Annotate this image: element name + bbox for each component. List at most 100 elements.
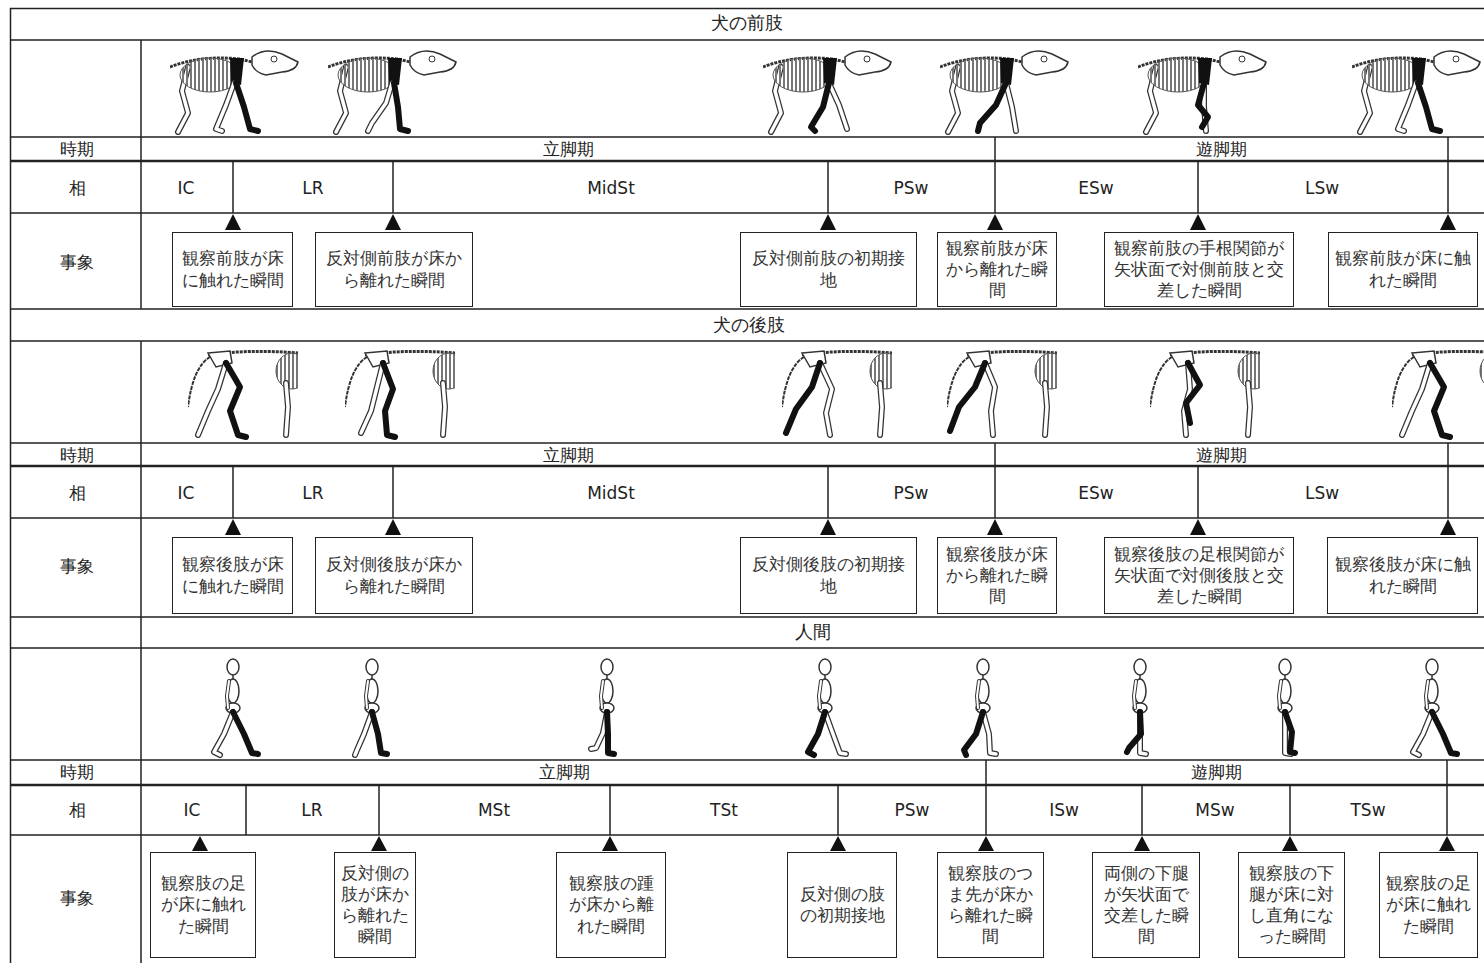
phase-cell: MidSt <box>587 485 635 502</box>
event-text-wrap: 観察後肢が床に触れた瞬間 <box>1332 554 1473 597</box>
event-text: 反対側の肢が床から離れた瞬間 <box>339 863 411 948</box>
observed-limb <box>372 712 387 754</box>
dog-hindlimb-figure <box>1392 351 1484 437</box>
dog-skeleton <box>170 51 298 132</box>
phase-cell: ESw <box>1078 485 1113 502</box>
bone <box>1402 363 1430 435</box>
event-text-wrap: 反対側前肢の初期接地 <box>745 248 912 291</box>
bone <box>829 83 847 129</box>
event-text: 反対側前肢が床から離れた瞬間 <box>320 248 468 291</box>
dog-skeleton <box>763 51 891 132</box>
bone <box>1413 712 1432 755</box>
observed-limb <box>950 363 985 431</box>
event-box: 観察前肢の手根関節が矢状面で対側前肢と交差した瞬間 <box>1104 232 1294 307</box>
event-box: 反対側前肢の初期接地 <box>740 232 917 307</box>
row-header: 事象 <box>60 890 94 907</box>
phase-cell: IC <box>184 802 201 819</box>
event-text: 反対側の肢の初期接地 <box>792 884 892 927</box>
event-box: 観察肢の踵が床から離れた瞬間 <box>556 852 666 958</box>
observed-limb <box>786 363 820 433</box>
row-header: 相 <box>69 485 86 502</box>
event-text-wrap: 観察前肢が床に触れた瞬間 <box>177 248 288 291</box>
bone <box>825 712 846 754</box>
row-header: 時期 <box>60 447 94 464</box>
event-box: 反対側後肢が床から離れた瞬間 <box>315 537 473 614</box>
section-header: 犬の前肢 <box>711 14 783 32</box>
event-box: 観察後肢が床に触れた瞬間 <box>1327 537 1478 614</box>
dog-skeleton <box>1352 51 1480 132</box>
human-skeleton <box>226 659 240 713</box>
bone <box>820 363 832 435</box>
observed-limb <box>1285 712 1295 753</box>
bone <box>1006 83 1016 131</box>
observed-limb <box>1418 83 1440 131</box>
observed-limb <box>1198 83 1208 127</box>
bone <box>361 363 383 433</box>
bone <box>820 363 832 435</box>
observed-limb <box>226 363 246 437</box>
dog-skeleton <box>940 51 1068 132</box>
bone <box>216 83 234 131</box>
event-box: 反対側前肢が床から離れた瞬間 <box>315 232 473 307</box>
period-cell: 立脚期 <box>539 764 590 781</box>
bone <box>214 712 233 755</box>
event-text-wrap: 観察肢のつま先が床から離れた瞬間 <box>942 863 1039 948</box>
bone <box>216 83 234 131</box>
phase-cell: MSw <box>1195 802 1234 819</box>
bone <box>198 363 226 435</box>
row-header: 時期 <box>60 141 94 158</box>
bone <box>198 363 226 435</box>
table-lines <box>10 40 1484 963</box>
event-box: 観察肢の下腿が床に対し直角になった瞬間 <box>1238 852 1345 958</box>
dog-forelimb-figure <box>940 51 1068 132</box>
human-figure <box>1127 659 1147 754</box>
dog-hindlimb-figure <box>188 351 308 437</box>
event-text: 観察後肢が床に触れた瞬間 <box>177 554 288 597</box>
period-cell: 遊脚期 <box>1196 447 1247 464</box>
event-text: 反対側前肢の初期接地 <box>745 248 912 291</box>
event-text: 観察前肢が床に触れた瞬間 <box>1333 248 1473 291</box>
bone <box>983 712 996 754</box>
event-text: 観察前肢が床に触れた瞬間 <box>177 248 288 291</box>
event-box: 両側の下腿が矢状面で交差した瞬間 <box>1092 852 1200 958</box>
bone <box>985 363 995 435</box>
row-header: 相 <box>69 180 86 197</box>
event-text: 観察肢の下腿が床に対し直角になった瞬間 <box>1243 863 1340 948</box>
dog-forelimb-figure <box>1138 51 1266 132</box>
event-text-wrap: 観察肢の足が床に触れた瞬間 <box>155 873 251 937</box>
human-skeleton <box>600 659 614 713</box>
observed-limb <box>964 712 983 755</box>
human-figure <box>964 659 996 755</box>
dog-skeleton <box>345 351 465 435</box>
dog-hindlimb-figure <box>345 351 465 437</box>
event-text-wrap: 両側の下腿が矢状面で交差した瞬間 <box>1097 863 1195 948</box>
event-text: 観察前肢が床から離れた瞬間 <box>942 238 1052 302</box>
period-cell: 立脚期 <box>543 141 594 158</box>
event-box: 観察後肢の足根関節が矢状面で対側後肢と交差した瞬間 <box>1104 537 1294 614</box>
period-cell: 立脚期 <box>543 447 594 464</box>
dog-skeleton <box>188 351 308 435</box>
bone <box>1402 363 1430 435</box>
dog-forelimb-figure <box>1352 51 1480 132</box>
event-box: 観察前肢が床から離れた瞬間 <box>937 232 1057 307</box>
event-text: 観察後肢が床から離れた瞬間 <box>942 544 1052 608</box>
event-box: 反対側の肢が床から離れた瞬間 <box>334 852 416 958</box>
event-markers <box>192 214 1456 851</box>
phase-cell: PSw <box>895 802 930 819</box>
event-text-wrap: 観察肢の下腿が床に対し直角になった瞬間 <box>1243 863 1340 948</box>
dog-skeleton <box>1150 351 1270 435</box>
event-text: 観察肢のつま先が床から離れた瞬間 <box>942 863 1039 948</box>
table-thick-lines <box>10 161 1484 785</box>
observed-limb <box>233 712 258 754</box>
phase-cell: LR <box>301 802 322 819</box>
dog-forelimb-figure <box>170 51 298 132</box>
event-box: 観察前肢が床に触れた瞬間 <box>172 232 293 307</box>
phase-cell: MidSt <box>587 180 635 197</box>
observed-limb <box>383 363 395 437</box>
section-header: 人間 <box>795 623 831 641</box>
human-skeleton <box>818 659 832 713</box>
bone <box>1398 83 1416 131</box>
event-text-wrap: 観察後肢が床に触れた瞬間 <box>177 554 288 597</box>
row-header: 相 <box>69 802 86 819</box>
